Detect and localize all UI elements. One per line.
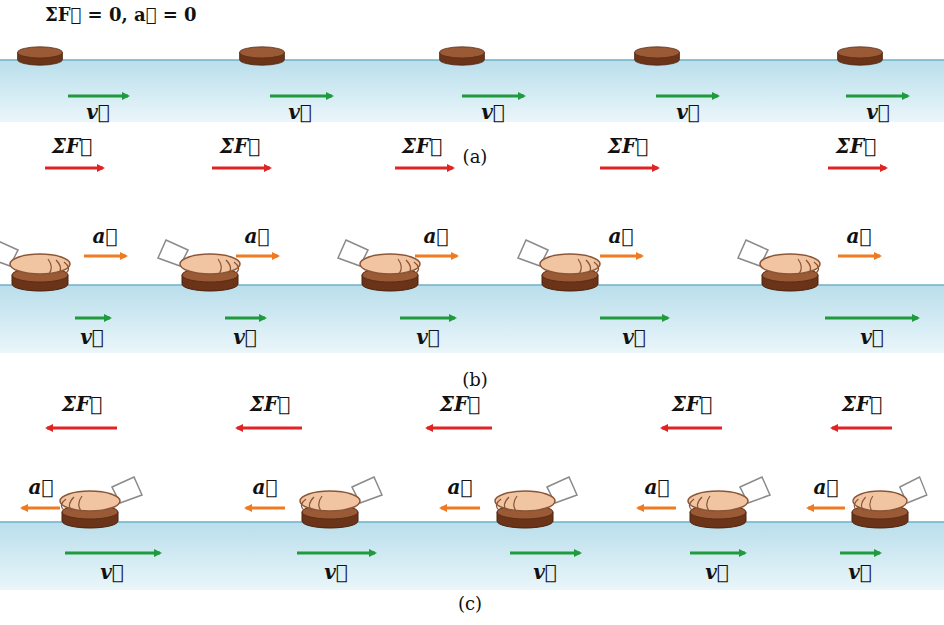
vector-label: v⃗	[622, 325, 646, 349]
velocity-arrow	[65, 552, 880, 555]
vector-label: ΣF⃗	[250, 392, 290, 416]
vector-label: v⃗	[324, 560, 348, 584]
ice-band	[0, 522, 944, 590]
vector-label: a⃗	[29, 475, 54, 499]
vector-label: a⃗	[448, 475, 473, 499]
vector-label: v⃗	[533, 560, 557, 584]
acceleration-arrow	[22, 507, 845, 510]
vector-label: ΣF⃗	[62, 392, 102, 416]
vector-label: a⃗	[424, 224, 449, 248]
ice-band	[0, 60, 944, 122]
vector-label: v⃗	[860, 325, 884, 349]
vector-label: v⃗	[416, 325, 440, 349]
vector-label: v⃗	[705, 560, 729, 584]
surface-line	[0, 521, 944, 523]
vector-label: v⃗	[288, 100, 312, 124]
vector-label: v⃗	[233, 325, 257, 349]
force-arrow	[47, 427, 892, 430]
vector-label: ΣF⃗	[402, 134, 442, 158]
puck	[12, 268, 818, 291]
equation-label: ΣF⃗ = 0, a⃗ = 0	[45, 4, 197, 26]
vector-label: a⃗	[609, 224, 634, 248]
vector-label: ΣF⃗	[672, 392, 712, 416]
puck	[62, 505, 908, 528]
vector-label: v⃗	[86, 100, 110, 124]
vector-label: v⃗	[100, 560, 124, 584]
panel-label: (a)	[463, 146, 488, 168]
velocity-arrow	[68, 95, 908, 98]
velocity-arrow	[75, 317, 918, 320]
puck	[18, 47, 883, 65]
vector-label: a⃗	[645, 475, 670, 499]
vector-label: ΣF⃗	[52, 134, 92, 158]
vector-label: ΣF⃗	[220, 134, 260, 158]
vector-label: a⃗	[253, 475, 278, 499]
vector-label: v⃗	[676, 100, 700, 124]
vector-label: a⃗	[814, 475, 839, 499]
acceleration-arrow	[84, 255, 880, 258]
vector-label: v⃗	[481, 100, 505, 124]
ice-band	[0, 285, 944, 353]
vector-label: a⃗	[847, 224, 872, 248]
hand	[0, 240, 820, 274]
vector-label: v⃗	[80, 325, 104, 349]
vector-label: ΣF⃗	[608, 134, 648, 158]
panel-label: (c)	[458, 593, 482, 615]
panel-label: (b)	[462, 369, 488, 391]
vector-label: ΣF⃗	[836, 134, 876, 158]
vector-label: ΣF⃗	[842, 392, 882, 416]
vector-label: ΣF⃗	[440, 392, 480, 416]
hand	[60, 477, 927, 511]
vector-label: v⃗	[848, 560, 872, 584]
vector-label: a⃗	[245, 224, 270, 248]
vector-label: a⃗	[93, 224, 118, 248]
vector-label: v⃗	[866, 100, 890, 124]
